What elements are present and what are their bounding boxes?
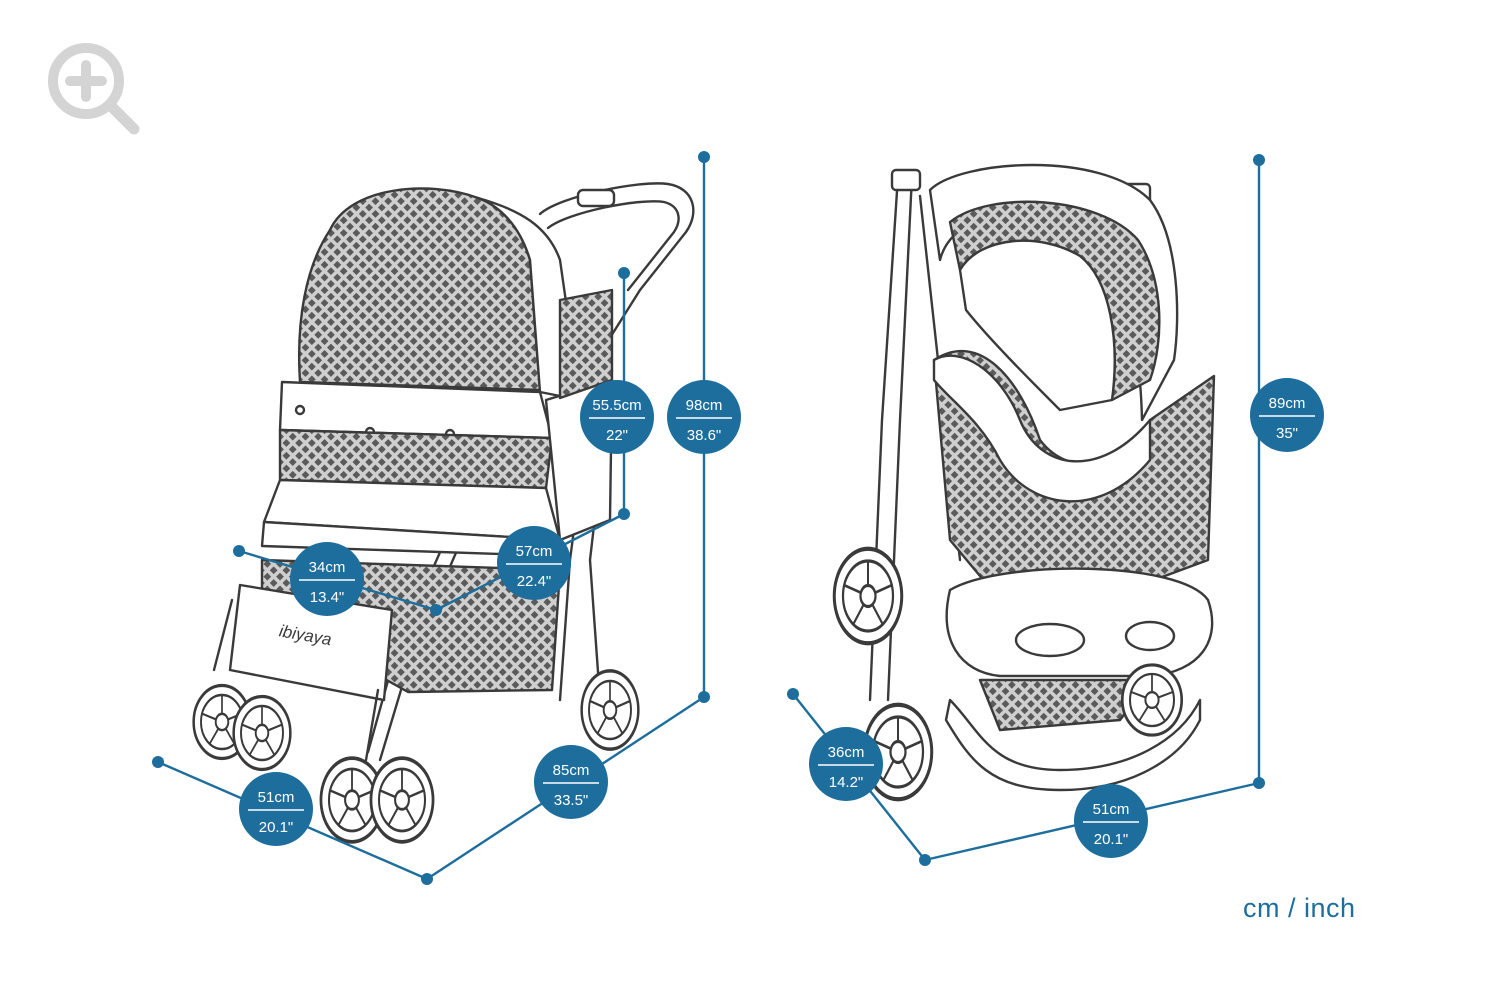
badge-folded-depth-cm: 36cm bbox=[828, 744, 865, 761]
badge-open-height: 98cm 38.6" bbox=[667, 380, 741, 454]
badge-open-inner-height-inch: 22" bbox=[606, 427, 628, 444]
badge-open-inner-length: 57cm 22.4" bbox=[497, 526, 571, 600]
badge-folded-depth: 36cm 14.2" bbox=[809, 727, 883, 801]
folded-wheel-top bbox=[834, 549, 902, 644]
badge-open-height-cm: 98cm bbox=[686, 397, 723, 414]
stroller-open-illustration: ibiyaya bbox=[192, 182, 695, 844]
unit-legend: cm / inch bbox=[1243, 893, 1356, 923]
badge-open-height-inch: 38.6" bbox=[687, 427, 722, 444]
badge-open-inner-width-inch: 13.4" bbox=[310, 589, 345, 606]
badge-folded-width-inch: 20.1" bbox=[1094, 831, 1129, 848]
badge-open-width-inch: 20.1" bbox=[259, 819, 294, 836]
badge-folded-height-cm: 89cm bbox=[1269, 395, 1306, 412]
badge-open-inner-length-inch: 22.4" bbox=[517, 573, 552, 590]
badge-folded-width: 51cm 20.1" bbox=[1074, 784, 1148, 858]
stroller-folded-illustration bbox=[834, 163, 1216, 799]
badge-open-width: 51cm 20.1" bbox=[239, 772, 313, 846]
badge-open-width-cm: 51cm bbox=[258, 789, 295, 806]
badge-open-length: 85cm 33.5" bbox=[534, 745, 608, 819]
badge-open-length-cm: 85cm bbox=[553, 762, 590, 779]
badge-folded-width-cm: 51cm bbox=[1093, 801, 1130, 818]
badge-open-inner-width: 34cm 13.4" bbox=[290, 542, 364, 616]
badge-open-inner-height-cm: 55.5cm bbox=[592, 397, 641, 414]
badge-open-inner-width-cm: 34cm bbox=[309, 559, 346, 576]
folded-wheel-rear bbox=[1120, 663, 1184, 737]
zoom-in-icon[interactable] bbox=[40, 35, 144, 139]
badge-open-inner-height: 55.5cm 22" bbox=[580, 380, 654, 454]
badge-open-length-inch: 33.5" bbox=[554, 792, 589, 809]
wheel-front-left-twin bbox=[232, 694, 292, 772]
badge-folded-depth-inch: 14.2" bbox=[829, 774, 864, 791]
badge-folded-height: 89cm 35" bbox=[1250, 378, 1324, 452]
badge-open-inner-length-cm: 57cm bbox=[516, 543, 553, 560]
wheel-rear bbox=[579, 669, 641, 751]
wheel-front-right-twin bbox=[369, 756, 435, 844]
badge-folded-height-inch: 35" bbox=[1276, 425, 1298, 442]
